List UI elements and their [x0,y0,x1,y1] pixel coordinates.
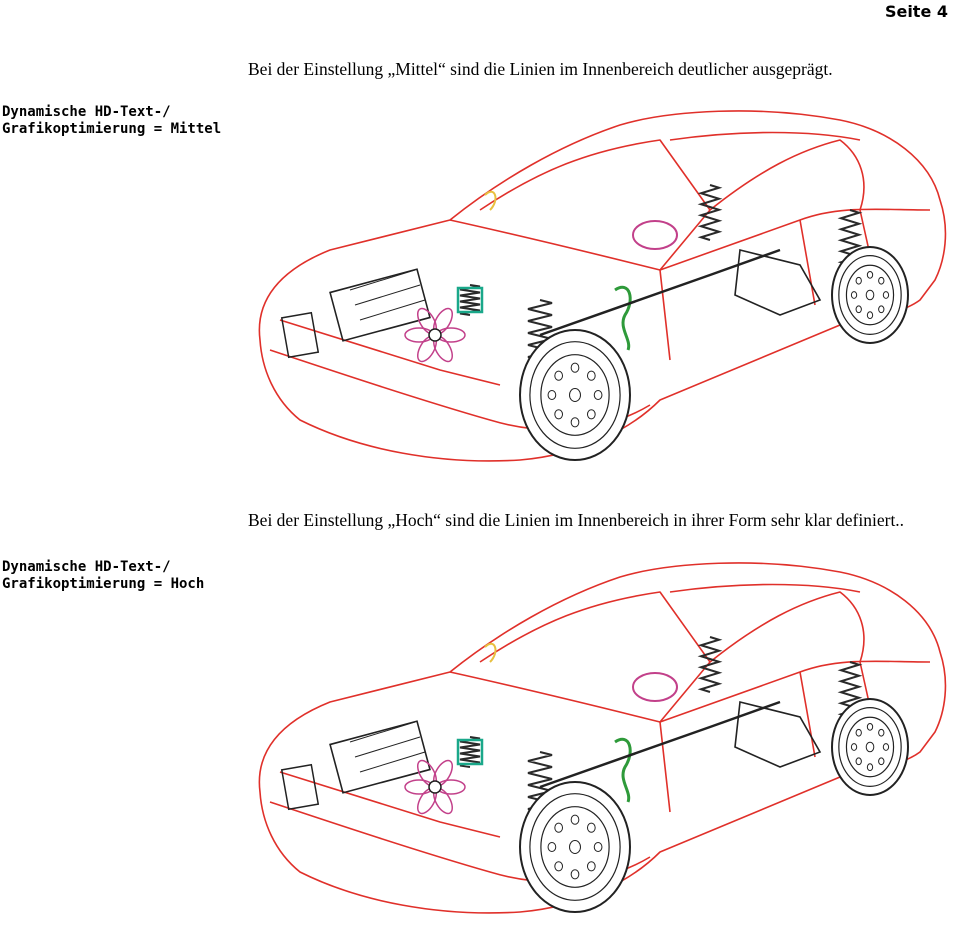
coil-spring [459,284,481,316]
rim-hole [593,389,603,401]
setting-label-line-1: Dynamische HD-Text-/ [2,559,171,575]
rim-hole [866,722,874,731]
rim-hole [554,409,564,420]
rim-hole [855,276,862,285]
rim-hole [855,728,862,737]
rim-hole [878,305,885,314]
rim-hole [586,861,596,872]
tire-inner [529,341,621,449]
rear-differential [734,249,822,316]
car-cutaway-drawing [258,110,947,462]
teal-coupling [456,738,484,766]
rim-hole [547,841,557,853]
rim-hole [554,861,564,872]
green-pipe [614,286,632,351]
rim-hole [570,362,580,373]
rim-hole [586,409,596,420]
rim-hole [855,305,862,314]
rim-hole [866,270,874,279]
grille [280,311,320,359]
coil-spring [697,184,723,241]
setting-label-high: Dynamische HD-Text-/ Grafikoptimierung =… [2,559,242,593]
rim-hole [878,757,885,766]
drive-shaft [539,248,781,337]
rim-hole [554,822,564,833]
page-number: Seite 4 [884,2,948,21]
rim-hole [866,763,874,772]
rim-hole [586,822,596,833]
bumper-line [279,771,501,838]
rear-differential [734,701,822,768]
rim [845,716,895,778]
hub [865,741,875,753]
teal-coupling [456,286,484,314]
setting-label-medium: Dynamische HD-Text-/ Grafikoptimierung =… [2,104,242,138]
rim-hole [882,743,890,751]
tire-inner [838,255,902,335]
steering-wheel [632,220,678,250]
setting-label-line-2: Grafikoptimierung = Mittel [2,121,222,137]
drive-shaft [539,700,781,789]
rim [845,264,895,326]
setting-label-line-2: Grafikoptimierung = Hoch [2,576,205,592]
bumper-line [279,319,501,386]
roof-line [669,583,861,593]
grille [280,763,320,811]
yellow-detail [484,642,497,663]
fan-hub [428,780,442,794]
rim-hole [882,291,890,299]
car-illustration-high [240,552,960,922]
rim-hole [850,743,858,751]
rim-hole [850,291,858,299]
side-window [709,139,865,211]
engine-block [329,720,431,794]
rim-hole [878,728,885,737]
rim-hole [586,370,596,381]
rim-hole [554,370,564,381]
tire-inner [838,707,902,787]
rim-hole [570,814,580,825]
rim-hole [547,389,557,401]
rim-hole [593,841,603,853]
coil-spring [697,636,723,693]
engine-ribs [349,721,426,773]
hub [569,388,581,402]
yellow-detail [484,190,497,211]
engine-ribs [349,269,426,321]
green-pipe [614,738,632,803]
hood-line [449,208,931,271]
rim-hole [866,311,874,320]
side-window [709,591,865,663]
windshield [479,591,711,723]
tire-inner [529,793,621,901]
car-body-outline [258,562,947,914]
steering-wheel [632,672,678,702]
fan-hub [428,328,442,342]
hub [865,289,875,301]
setting-label-line-1: Dynamische HD-Text-/ [2,104,171,120]
car-cutaway-drawing [258,562,947,914]
rim-hole [855,757,862,766]
coil-spring [459,736,481,768]
rim [540,806,610,888]
hub [569,840,581,854]
engine-block [329,268,431,342]
rim-hole [570,417,580,428]
windshield [479,139,711,271]
rim [540,354,610,436]
rim-hole [570,869,580,880]
caption-high: Bei der Einstellung „Hoch“ sind die Lini… [248,510,905,530]
car-body-outline [258,110,947,462]
caption-medium: Bei der Einstellung „Mittel“ sind die Li… [248,59,833,79]
rim-hole [878,276,885,285]
car-illustration-medium [240,100,960,470]
hood-line [449,660,931,723]
roof-line [669,131,861,141]
